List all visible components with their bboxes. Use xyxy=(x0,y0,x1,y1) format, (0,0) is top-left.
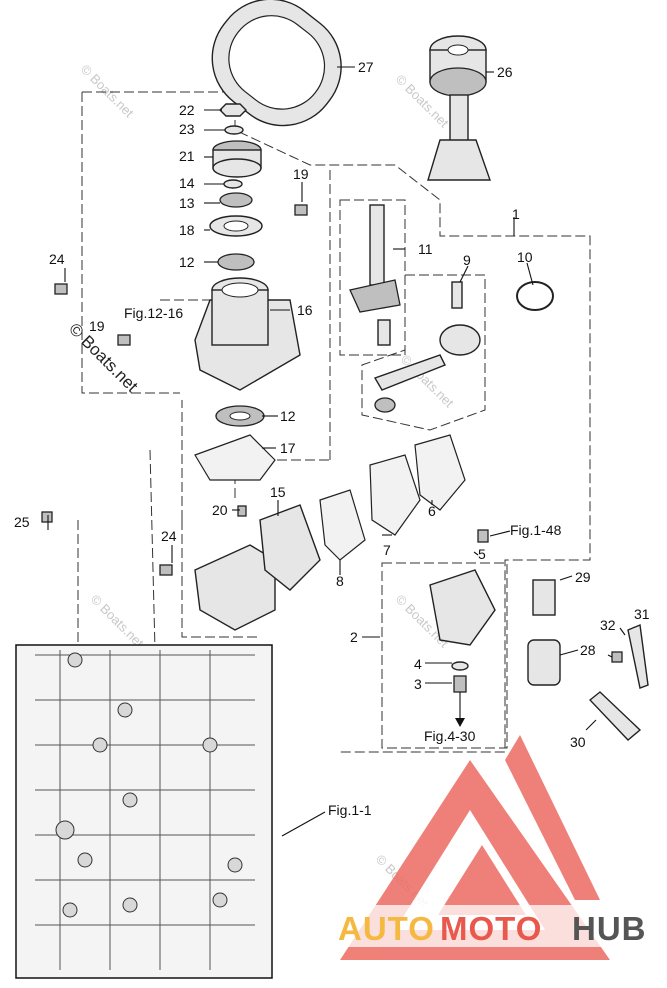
part-label-26: 26 xyxy=(497,64,513,80)
ref-fig-12-16: Fig.12-16 xyxy=(124,305,183,321)
part-label-19-top: 19 xyxy=(293,166,309,182)
part-label-7: 7 xyxy=(383,542,391,558)
ref-fig-1-48: Fig.1-48 xyxy=(510,522,562,538)
part-label-20: 20 xyxy=(212,502,228,518)
part-label-24-upper: 24 xyxy=(49,251,65,267)
engine-block-inset xyxy=(15,644,273,979)
part-label-21: 21 xyxy=(179,148,195,164)
piston-group xyxy=(373,281,554,413)
part-label-24-lower: 24 xyxy=(161,528,177,544)
crank-pulley xyxy=(427,35,491,181)
part-label-15: 15 xyxy=(270,484,286,500)
part-label-3: 3 xyxy=(414,676,422,692)
part-label-19-left: 19 xyxy=(89,318,105,334)
ref-fig-1-1: Fig.1-1 xyxy=(328,802,372,818)
part-label-23: 23 xyxy=(179,121,195,137)
part-label-28: 28 xyxy=(580,642,596,658)
pump-body xyxy=(194,434,466,631)
gear-stack xyxy=(209,103,263,271)
part-label-10: 10 xyxy=(517,249,533,265)
pump-housing xyxy=(194,277,301,391)
brand-wordmark: AUTO MOTO HUB xyxy=(330,905,662,947)
part-label-25: 25 xyxy=(14,514,30,530)
brand-moto: MOTO xyxy=(440,910,542,947)
leader-lines xyxy=(47,66,626,837)
ref-fig-4-30: Fig.4-30 xyxy=(424,728,476,744)
lower-seals xyxy=(194,405,276,481)
part-label-17: 17 xyxy=(280,440,296,456)
watermark: © Boats.net xyxy=(88,592,147,651)
part-label-29: 29 xyxy=(575,569,591,585)
figure-references: Fig.12-16 Fig.1-48 Fig.4-30 Fig.1-1 xyxy=(124,305,562,818)
part-label-14: 14 xyxy=(179,175,195,191)
watermark: © Boats.net xyxy=(78,62,137,121)
part-label-13: 13 xyxy=(179,195,195,211)
part-label-32: 32 xyxy=(600,617,616,633)
part-label-22: 22 xyxy=(179,102,195,118)
part-label-31: 31 xyxy=(634,606,650,622)
part-label-16: 16 xyxy=(297,302,313,318)
timing-belt xyxy=(211,0,342,127)
part-label-12-upper: 12 xyxy=(179,254,195,270)
part-labels: 1 2 3 4 5 6 7 8 9 10 11 12 12 13 14 15 1… xyxy=(14,59,650,750)
assembly-outlines xyxy=(77,91,591,753)
part-label-9: 9 xyxy=(463,252,471,268)
part-label-8: 8 xyxy=(336,573,344,589)
part-label-1: 1 xyxy=(512,206,520,222)
part-label-30: 30 xyxy=(570,734,586,750)
part-label-2: 2 xyxy=(350,629,358,645)
part-label-27: 27 xyxy=(358,59,374,75)
part-label-12-lower: 12 xyxy=(280,408,296,424)
part-label-4: 4 xyxy=(414,656,422,672)
filter-parts xyxy=(527,579,649,741)
fasteners xyxy=(41,204,489,576)
brand-auto: AUTO xyxy=(338,910,435,947)
pump-cover xyxy=(429,569,496,727)
part-label-6: 6 xyxy=(428,503,436,519)
brand-hub: HUB xyxy=(572,910,647,947)
part-label-11: 11 xyxy=(418,241,433,257)
part-label-5: 5 xyxy=(478,546,486,562)
part-label-18: 18 xyxy=(179,222,195,238)
crankshaft xyxy=(349,204,401,346)
